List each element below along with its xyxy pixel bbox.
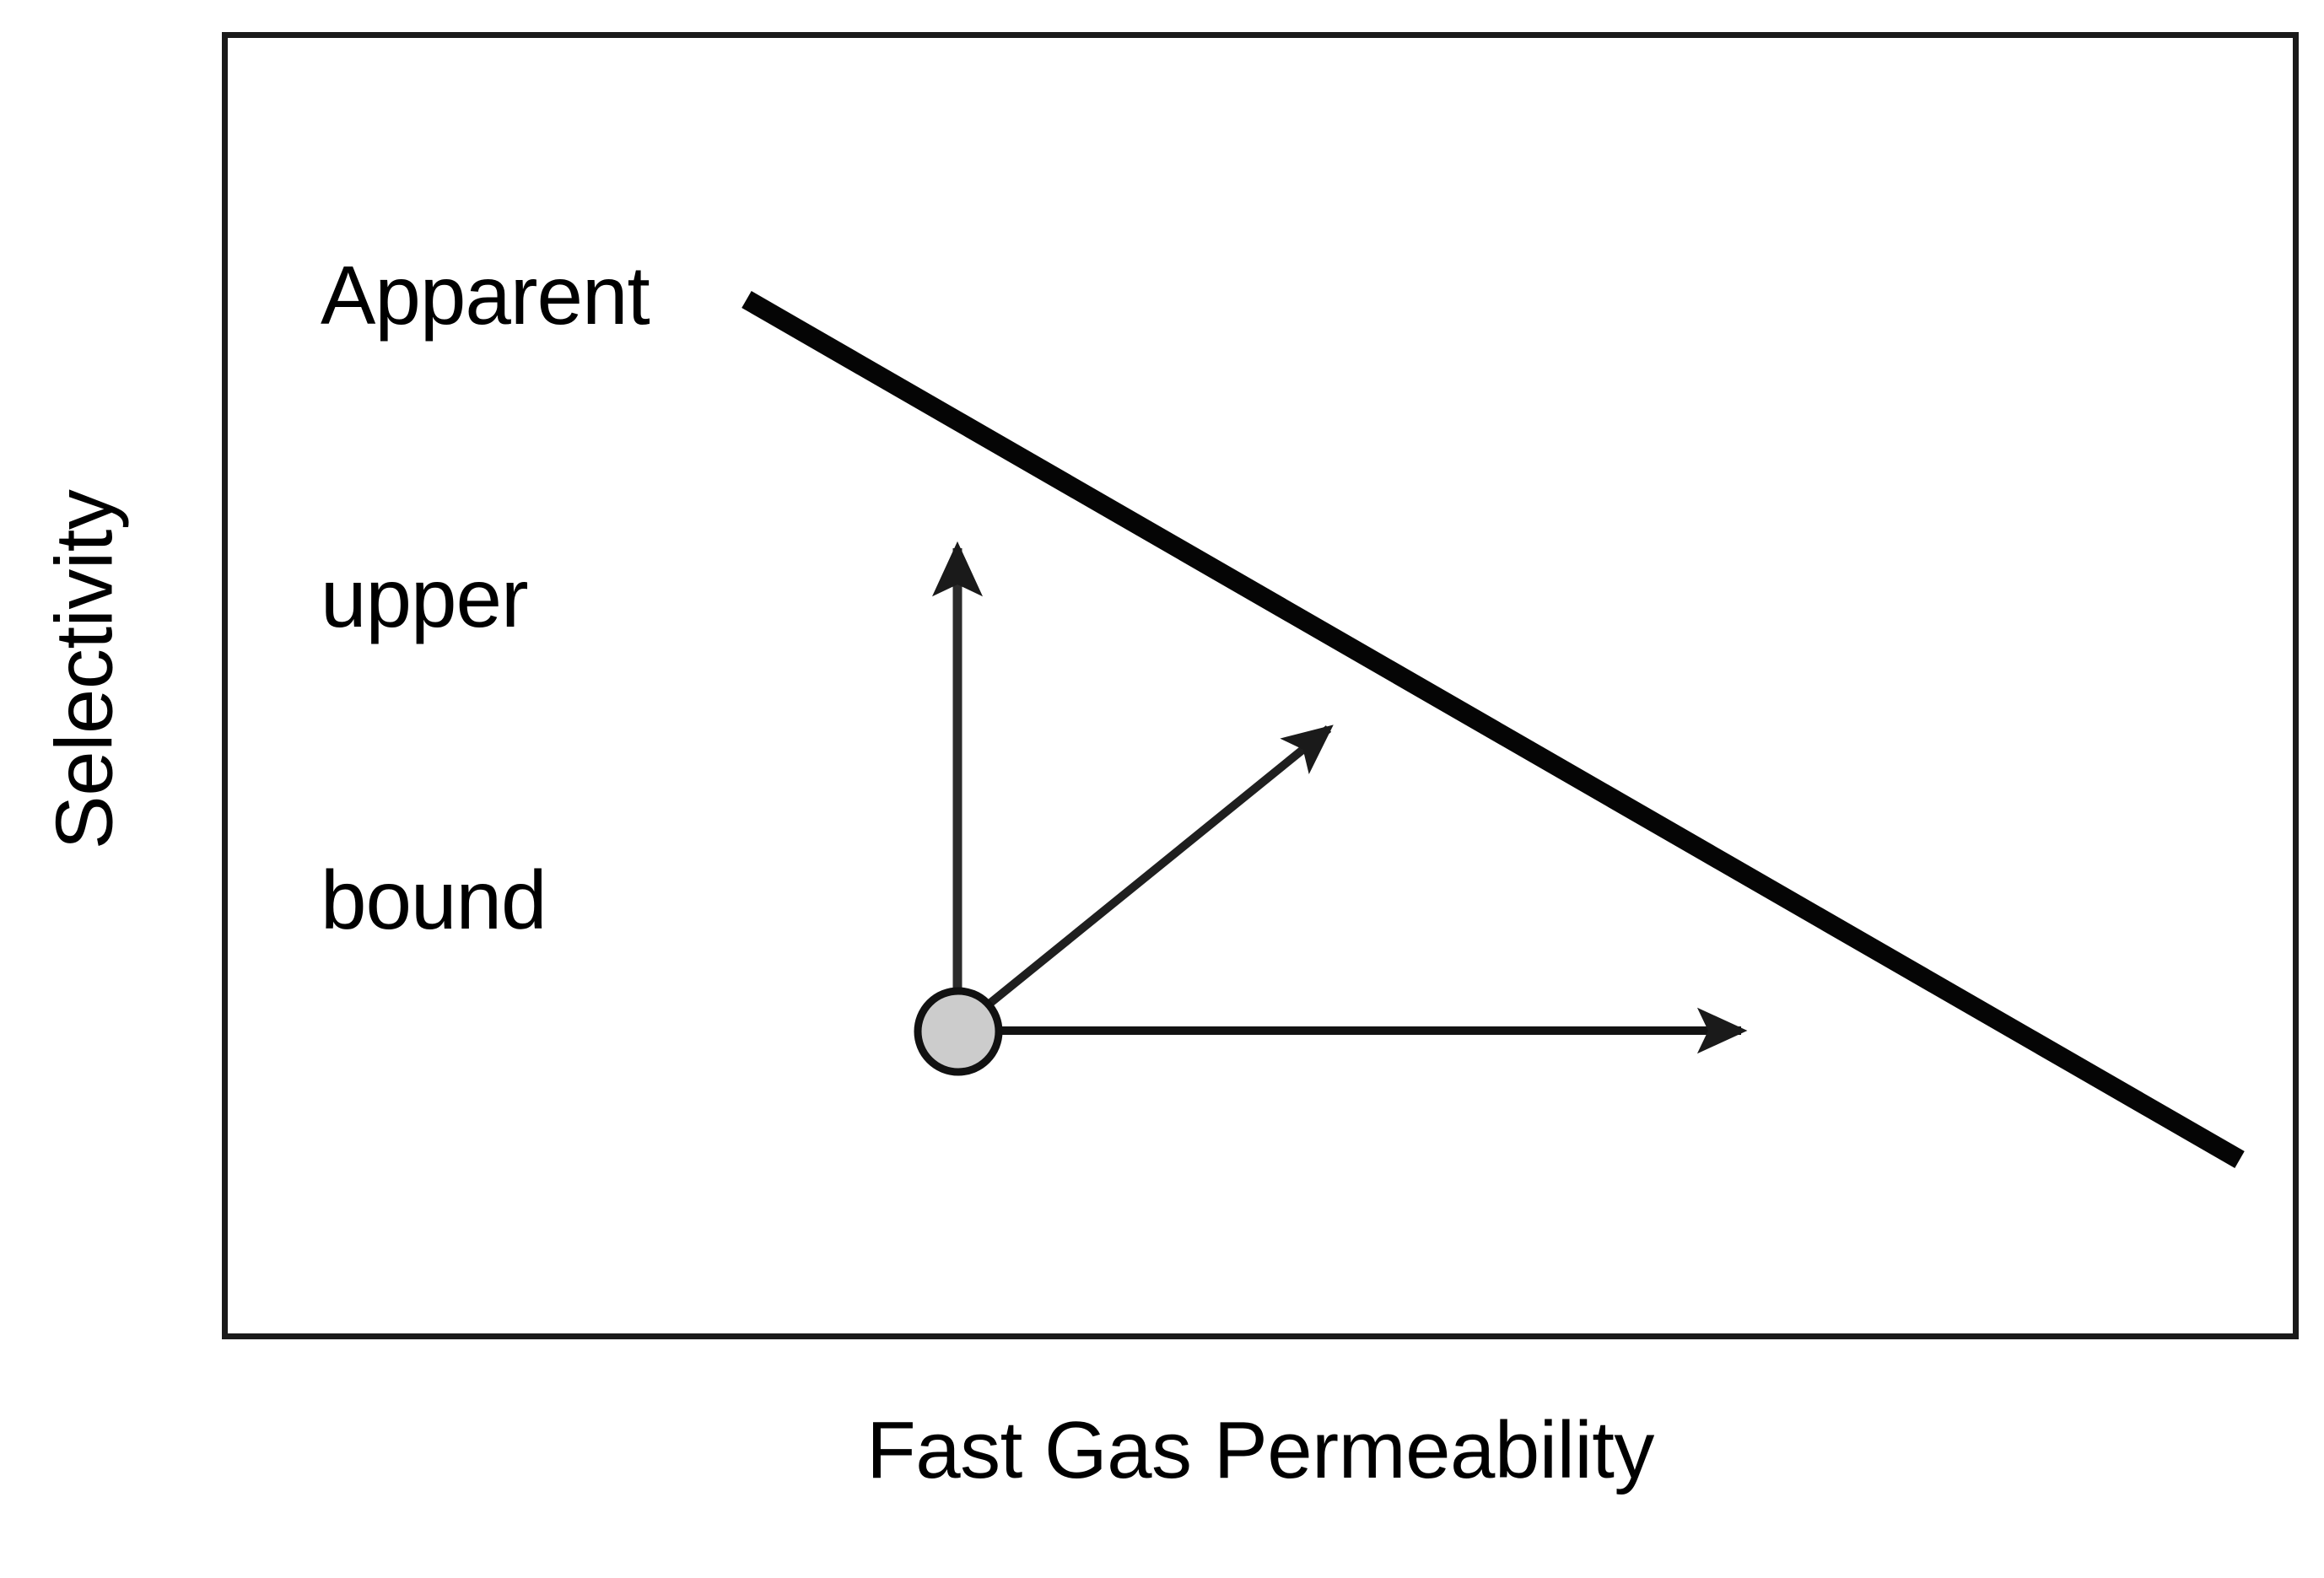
- plot-frame: [222, 32, 2299, 1339]
- y-axis-title-text: Selectivity: [39, 489, 130, 850]
- current-material-marker: [914, 987, 1003, 1076]
- plot-canvas: [741, 291, 2245, 1168]
- y-axis-title: Selectivity: [0, 0, 169, 1339]
- arrow-diagonal-up-right: [986, 724, 1334, 1007]
- x-axis-title: Fast Gas Permeability: [222, 1410, 2299, 1491]
- apparent-upper-bound-line: [741, 291, 2245, 1168]
- x-axis-title-text: Fast Gas Permeability: [866, 1405, 1654, 1495]
